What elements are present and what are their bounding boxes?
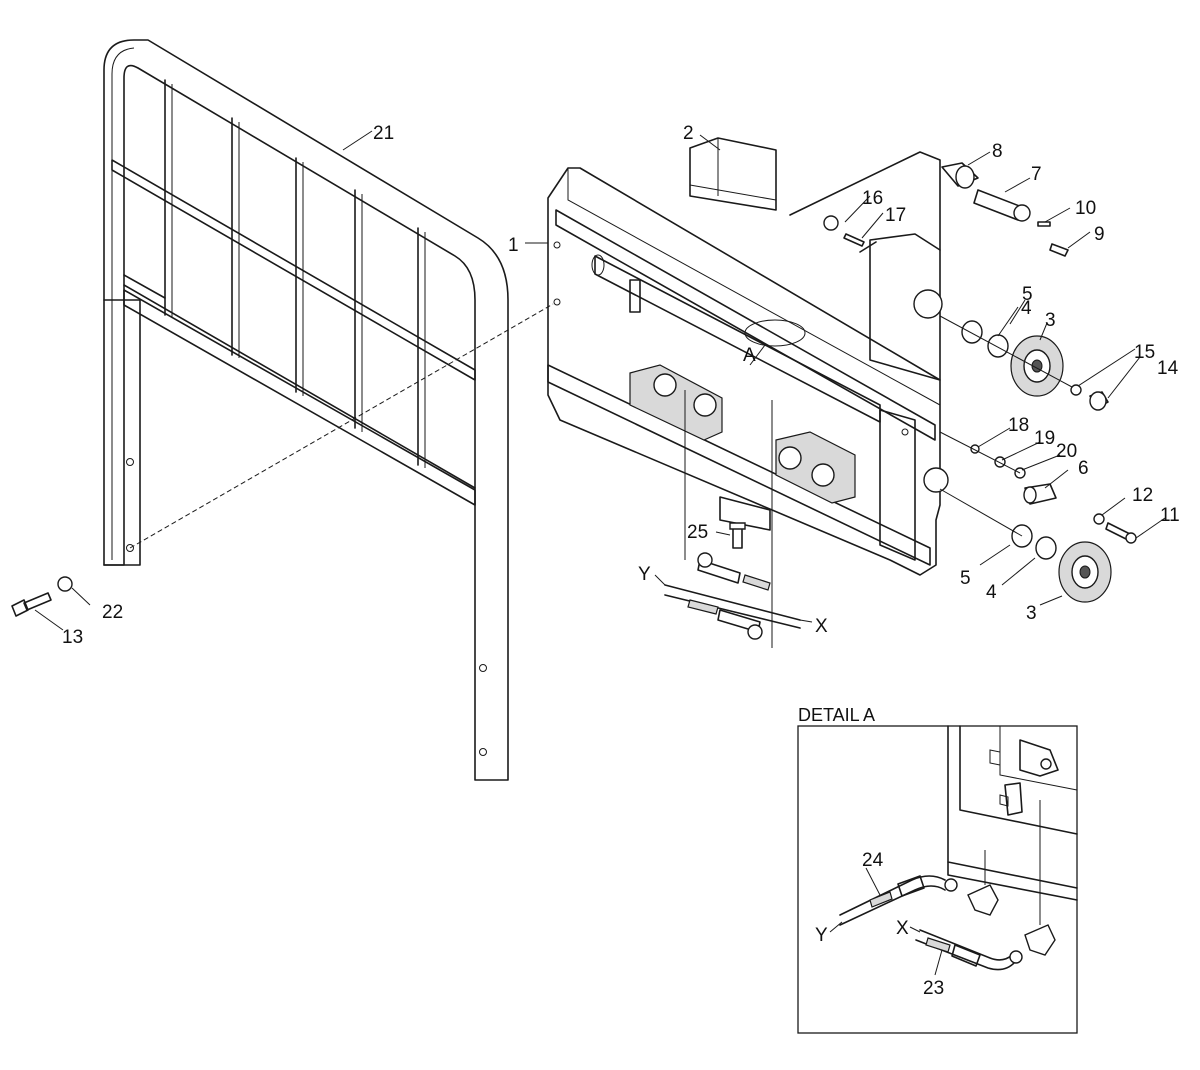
label-part-23: 23 <box>923 978 944 999</box>
backrest-bolt <box>11 576 73 617</box>
label-part-6: 6 <box>1078 458 1089 479</box>
label-part-19: 19 <box>1034 428 1055 449</box>
label-part-21: 21 <box>373 123 394 144</box>
label-part-22: 22 <box>102 602 123 623</box>
detail-ref-marker: A <box>743 345 756 366</box>
label-part-9: 9 <box>1094 224 1105 245</box>
label-part-16: 16 <box>862 188 883 209</box>
label-part-4b: 4 <box>986 582 997 603</box>
label-part-13: 13 <box>62 627 83 648</box>
label-part-17: 17 <box>885 205 906 226</box>
label-part-7: 7 <box>1031 164 1042 185</box>
label-part-3b: 3 <box>1026 603 1037 624</box>
label-part-15: 15 <box>1134 342 1155 363</box>
marker-y-main: Y <box>638 564 651 585</box>
detail-a-title: DETAIL A <box>798 705 875 725</box>
marker-x-detail: X <box>896 918 909 939</box>
hose-assembly-main <box>664 390 801 648</box>
load-backrest-guard <box>103 39 554 781</box>
marker-y-detail: Y <box>815 925 828 946</box>
label-part-8: 8 <box>992 141 1003 162</box>
label-part-11: 11 <box>1160 505 1180 526</box>
label-part-1: 1 <box>508 235 519 256</box>
label-part-14: 14 <box>1157 358 1179 379</box>
label-part-24: 24 <box>862 850 884 871</box>
leader-lines <box>34 130 1166 976</box>
carriage-assembly <box>547 137 949 576</box>
label-part-2: 2 <box>683 123 694 144</box>
label-part-3a: 3 <box>1045 310 1056 331</box>
part-number-labels: 21 2 1 8 7 16 10 17 9 5 4 3 15 14 A 18 1… <box>62 123 1180 999</box>
roller-hardware <box>823 162 1137 603</box>
label-part-5b: 5 <box>960 568 971 589</box>
label-part-10: 10 <box>1075 198 1096 219</box>
label-part-25: 25 <box>687 522 708 543</box>
label-part-20: 20 <box>1056 441 1077 462</box>
label-part-12: 12 <box>1132 485 1153 506</box>
marker-x-main: X <box>815 616 828 637</box>
detail-a-panel <box>797 725 1078 1034</box>
label-part-4a: 4 <box>1021 298 1032 319</box>
label-part-5a: 5 <box>1022 284 1033 305</box>
label-part-18: 18 <box>1008 415 1029 436</box>
